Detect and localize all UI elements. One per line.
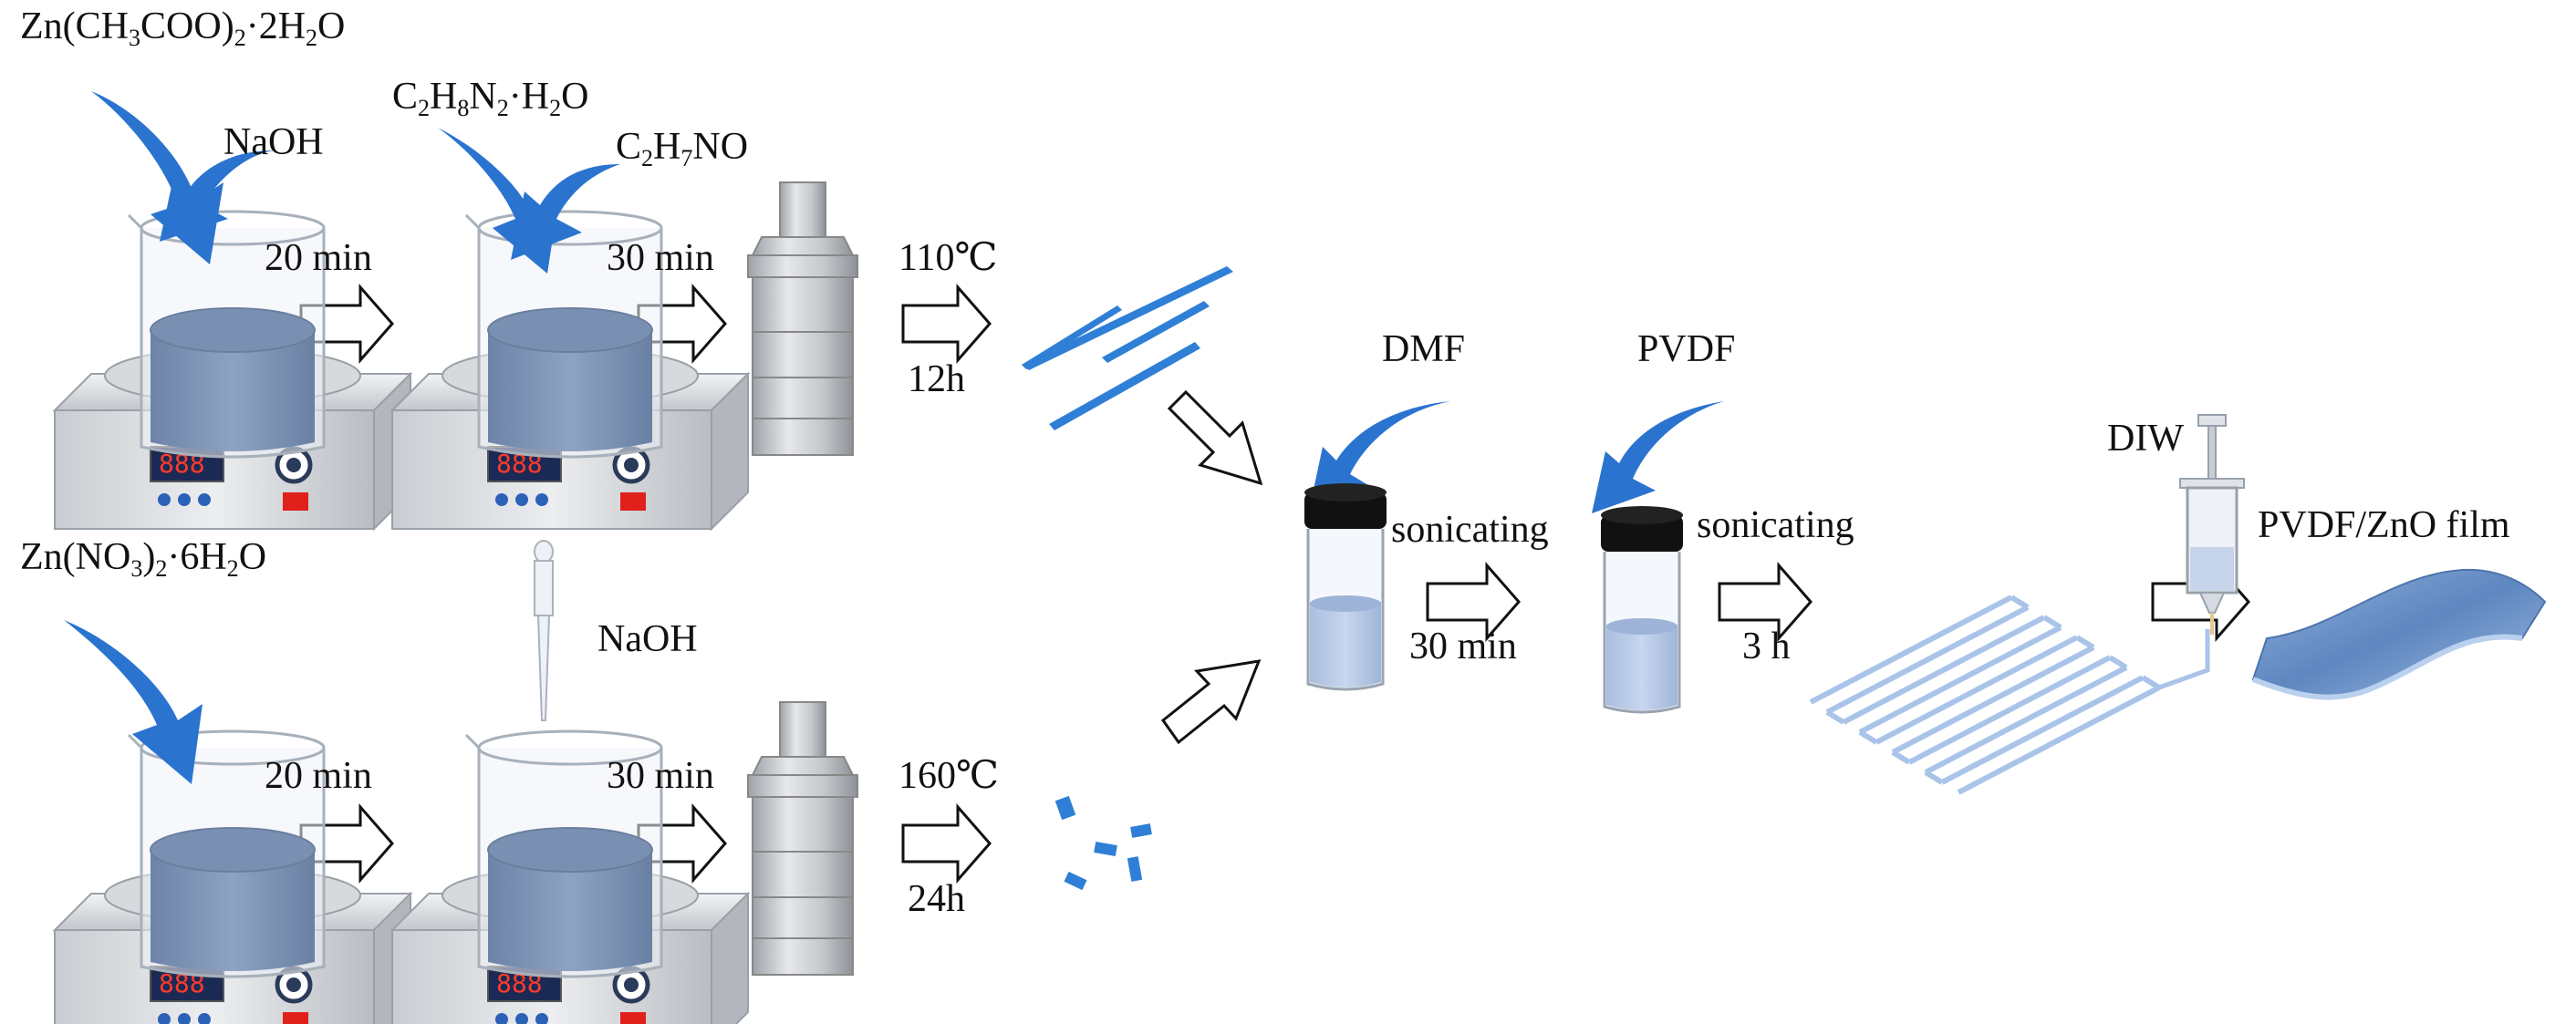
- label-dmf: DMF: [1382, 328, 1466, 370]
- arrow-zn-nitrate: [64, 620, 203, 784]
- arrow-sonicate-2: [1718, 562, 1813, 642]
- arrow-dmf: [1309, 401, 1450, 511]
- dropper-pipette: [534, 540, 554, 721]
- diw-syringe: [2179, 414, 2245, 635]
- label-sonicate-time-1: 30 min: [1409, 626, 1517, 667]
- arrow-diag-down: [1167, 389, 1263, 486]
- label-naoh-bottom: NaOH: [597, 618, 698, 660]
- label-pvdf: PVDF: [1637, 328, 1736, 370]
- label-top-temp: 110℃: [898, 237, 998, 279]
- zno-nanoplates: [1054, 795, 1152, 891]
- arrow-bottom-3: [901, 803, 992, 884]
- autoclave-top: [747, 181, 858, 456]
- label-sonicating-2: sonicating: [1697, 504, 1854, 546]
- arrow-sonicate-1: [1426, 562, 1521, 642]
- label-naoh-top: NaOH: [223, 121, 324, 163]
- arrow-pvdf: [1592, 401, 1724, 513]
- label-top-time-2: 30 min: [607, 237, 714, 279]
- label-sonicating-1: sonicating: [1391, 509, 1549, 551]
- label-bottom-temp: 160℃: [898, 755, 999, 797]
- film-edge: [2251, 634, 2523, 700]
- printed-serpentine-pattern: [1809, 595, 2210, 795]
- zno-nanorods: [1022, 266, 1233, 430]
- autoclave-bottom: [747, 701, 858, 976]
- vial-dmf: [1303, 481, 1388, 691]
- label-hydrazine: C2H8N2·H2O: [392, 76, 589, 121]
- label-bottom-duration: 24h: [908, 878, 965, 920]
- label-product: PVDF/ZnO film: [2258, 504, 2510, 546]
- arrow-naoh-top: [160, 150, 274, 242]
- label-diw: DIW: [2107, 418, 2184, 460]
- label-bottom-time-2: 30 min: [607, 755, 714, 797]
- vial-pvdf: [1599, 504, 1685, 714]
- arrow-diag-up: [1160, 659, 1262, 745]
- reagent-arrows: [64, 91, 1724, 784]
- label-top-time-1: 20 min: [265, 237, 372, 279]
- arrow-ethanolamine: [511, 164, 620, 260]
- label-zn-acetate: Zn(CH3COO)2·2H2O: [20, 5, 346, 51]
- label-zn-nitrate: Zn(NO3)2·6H2O: [20, 536, 267, 582]
- label-top-duration: 12h: [908, 358, 965, 400]
- arrow-top-3: [901, 284, 992, 364]
- label-ethanolamine: C2H7NO: [616, 126, 749, 171]
- label-sonicate-time-2: 3 h: [1742, 626, 1791, 667]
- label-bottom-time-1: 20 min: [265, 755, 372, 797]
